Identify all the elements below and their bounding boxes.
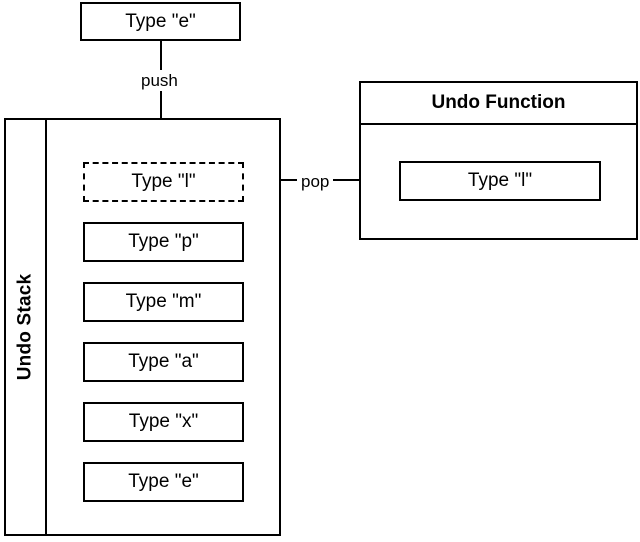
undo-function-title: Undo Function bbox=[361, 83, 636, 125]
undo-stack-item-label: Type "l" bbox=[131, 171, 196, 192]
undo-stack-item-label: Type "p" bbox=[128, 231, 199, 252]
undo-stack-item-1[interactable]: Type "p" bbox=[83, 222, 244, 262]
undo-stack-item-0[interactable]: Type "l" bbox=[83, 162, 244, 202]
undo-stack-item-label: Type "m" bbox=[125, 291, 202, 312]
undo-function-body: Type "l" bbox=[361, 125, 636, 238]
undo-function-result-box[interactable]: Type "l" bbox=[399, 161, 601, 201]
push-edge-label: push bbox=[137, 70, 182, 91]
push-source-box[interactable]: Type "e" bbox=[80, 2, 241, 41]
undo-stack-item-label: Type "e" bbox=[128, 471, 199, 492]
undo-stack-items: Type "l" Type "p" Type "m" Type "a" Type… bbox=[47, 120, 279, 534]
undo-stack-item-2[interactable]: Type "m" bbox=[83, 282, 244, 322]
push-source-label: Type "e" bbox=[125, 11, 196, 32]
undo-stack-label-column: Undo Stack bbox=[6, 120, 47, 534]
undo-stack-item-5[interactable]: Type "e" bbox=[83, 462, 244, 502]
undo-stack-item-3[interactable]: Type "a" bbox=[83, 342, 244, 382]
undo-stack-item-label: Type "x" bbox=[128, 411, 199, 432]
undo-function-result-label: Type "l" bbox=[467, 170, 533, 191]
undo-stack-item-4[interactable]: Type "x" bbox=[83, 402, 244, 442]
undo-stack-item-label: Type "a" bbox=[128, 351, 199, 372]
undo-function-panel: Undo Function Type "l" bbox=[359, 81, 638, 240]
pop-edge-label: pop bbox=[297, 171, 334, 192]
undo-stack-label: Undo Stack bbox=[14, 273, 36, 381]
undo-stack-container: Undo Stack Type "l" Type "p" Type "m" Ty… bbox=[4, 118, 281, 536]
